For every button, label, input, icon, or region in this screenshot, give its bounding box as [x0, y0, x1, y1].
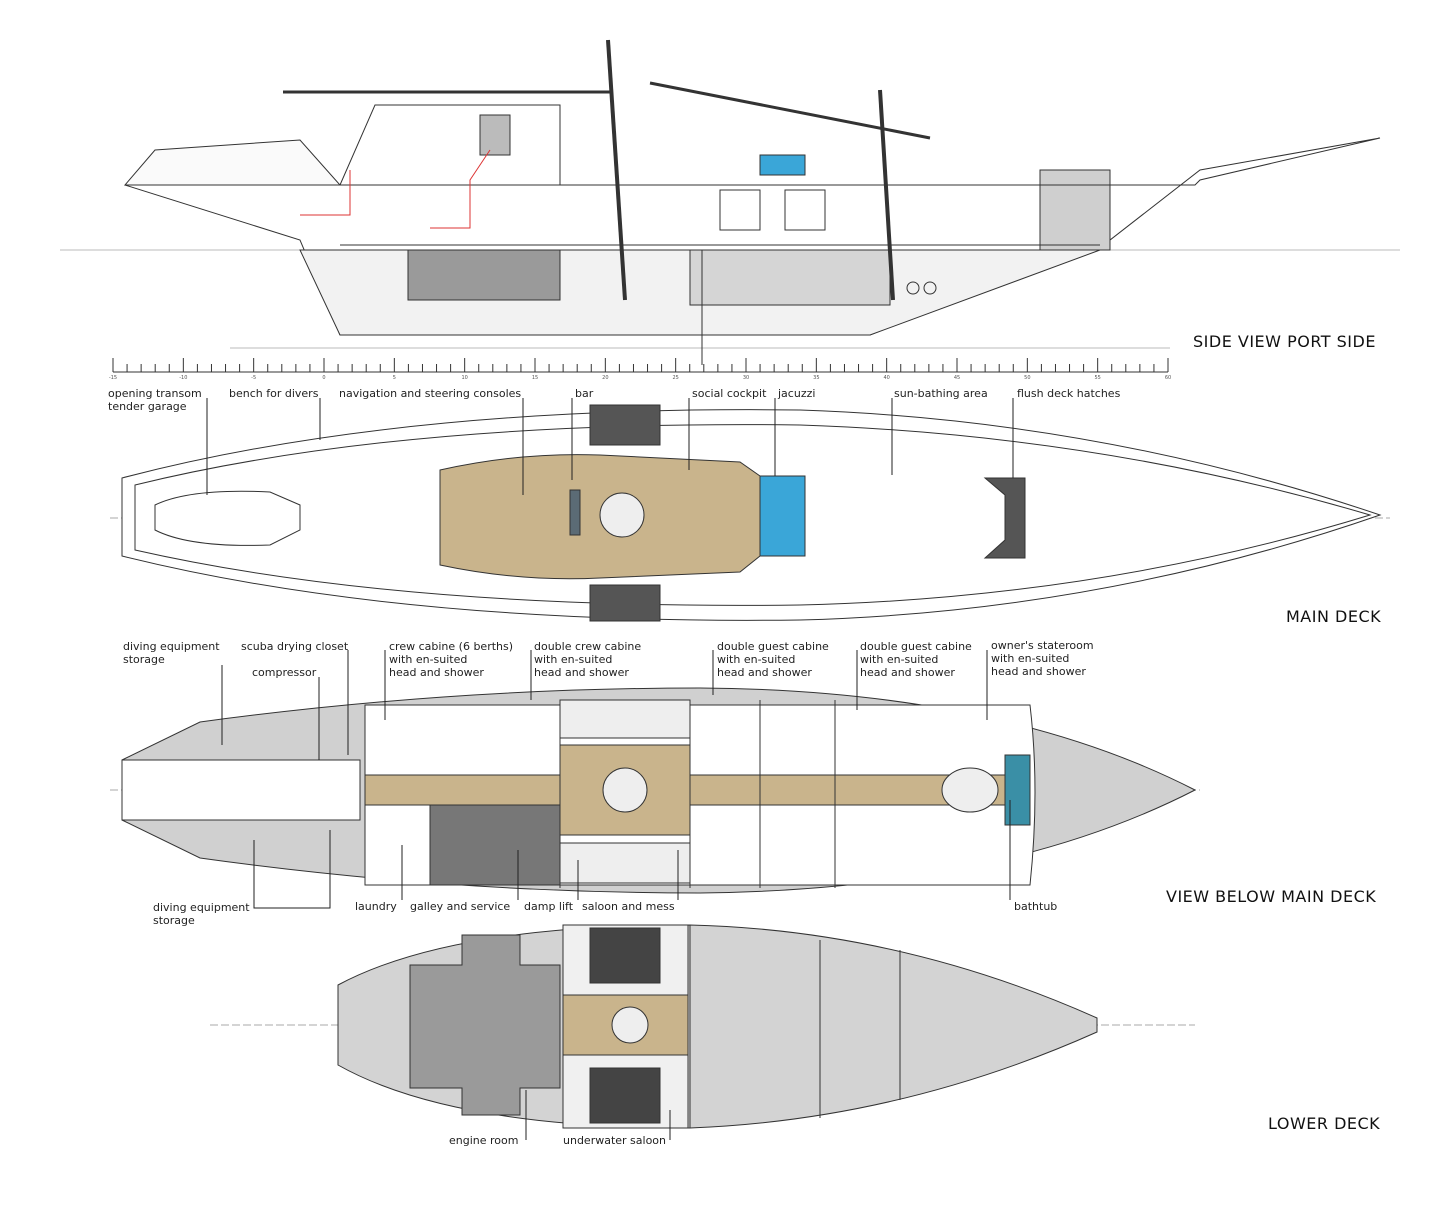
- label-galley: galley and service: [410, 900, 511, 913]
- label-compressor: compressor: [252, 666, 317, 679]
- label-transom: opening transom tender garage: [108, 387, 202, 413]
- scale-tick-label: 25: [672, 375, 678, 381]
- main-deck-plan: [110, 404, 1390, 622]
- label-crew-cabin: crew cabine (6 berths) with en-suited he…: [389, 640, 514, 679]
- label-damp-lift: damp lift: [524, 900, 574, 913]
- label-bar: bar: [575, 387, 594, 400]
- scale-tick-label: -10: [179, 375, 187, 381]
- scale-tick-label: 40: [883, 375, 889, 381]
- label-owners-stateroom: owner's stateroom with en-suited head an…: [991, 639, 1094, 678]
- scale-tick-label: 50: [1024, 375, 1030, 381]
- label-laundry: laundry: [355, 900, 397, 913]
- label-diving-storage: diving equipment storage: [123, 640, 220, 666]
- label-saloon-mess: saloon and mess: [582, 900, 675, 913]
- title-side-view: SIDE VIEW PORT SIDE: [1193, 332, 1376, 351]
- label-scuba-closet: scuba drying closet: [241, 640, 349, 653]
- scale-tick-label: 55: [1094, 375, 1100, 381]
- scale-tick-label: 5: [393, 375, 396, 381]
- label-bathtub: bathtub: [1014, 900, 1058, 913]
- label-jacuzzi: jacuzzi: [778, 387, 816, 400]
- scale-tick-label: -15: [109, 375, 117, 381]
- scale-tick-label: -5: [251, 375, 256, 381]
- label-underwater-saloon: underwater saloon: [563, 1134, 667, 1147]
- label-cockpit: social cockpit: [692, 387, 767, 400]
- lower-deck-plan: [210, 924, 1195, 1129]
- scale-tick-label: 45: [954, 375, 960, 381]
- label-engine-room: engine room: [449, 1134, 519, 1147]
- side-view: [60, 39, 1400, 365]
- label-bench: bench for divers: [229, 387, 319, 400]
- scale-tick-label: 20: [602, 375, 608, 381]
- label-double-crew: double crew cabine with en-suited head a…: [534, 640, 642, 679]
- label-diving-storage-2: diving equipment storage: [153, 901, 250, 927]
- scale-tick-label: 60: [1165, 375, 1171, 381]
- leader-lines: [206, 398, 1014, 1140]
- label-sunbathing: sun-bathing area: [894, 387, 988, 400]
- scale-tick-label: 30: [743, 375, 749, 381]
- label-hatches: flush deck hatches: [1017, 387, 1121, 400]
- title-main-deck: MAIN DECK: [1286, 607, 1382, 626]
- scale-tick-label: 15: [532, 375, 538, 381]
- title-below-main-deck: VIEW BELOW MAIN DECK: [1166, 887, 1377, 906]
- scale-tick-label: 0: [322, 375, 325, 381]
- label-guest-cabin-2: double guest cabine with en-suited head …: [860, 640, 972, 679]
- title-lower-deck: LOWER DECK: [1268, 1114, 1381, 1133]
- scale-tick-label: 10: [461, 375, 467, 381]
- label-guest-cabin-1: double guest cabine with en-suited head …: [717, 640, 829, 679]
- below-main-deck-plan: [110, 687, 1200, 894]
- label-nav-consoles: navigation and steering consoles: [339, 387, 522, 400]
- scale-bar: -15 -10 -5 0 5 10 15 20 25 30 35 40 45 50 55 60: [109, 358, 1171, 381]
- scale-tick-label: 35: [813, 375, 819, 381]
